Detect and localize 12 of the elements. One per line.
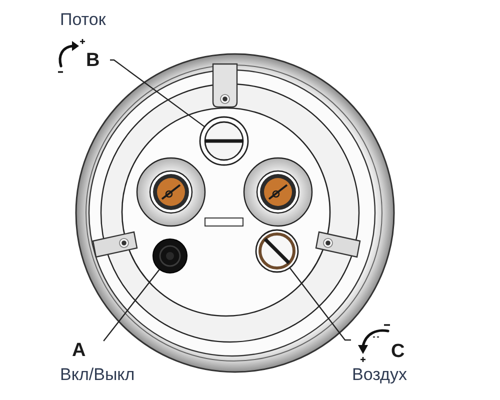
- push-button: [152, 238, 188, 274]
- leader-line: [103, 269, 160, 342]
- callout-letter: C: [391, 342, 405, 361]
- leader-line: [289, 267, 351, 341]
- callout-letter: A: [72, 341, 86, 360]
- slotted-screw-head: [255, 229, 299, 273]
- leader-line: [110, 59, 206, 128]
- control-label: Поток: [60, 11, 106, 28]
- callout-letter: B: [86, 51, 100, 70]
- slotted-screw-head: [199, 116, 249, 166]
- control-label: Вкл/Выкл: [60, 366, 135, 383]
- control-label: Воздух: [352, 366, 407, 383]
